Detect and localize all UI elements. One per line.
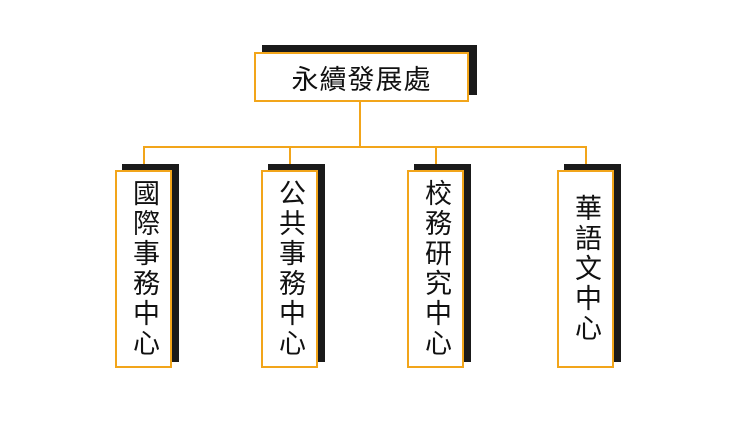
child-connector bbox=[585, 146, 587, 171]
child-connector bbox=[435, 146, 437, 171]
center-node-public-affairs: 公共事務中心 bbox=[261, 170, 318, 368]
root-node: 永續發展處 bbox=[254, 52, 469, 102]
center-node-label: 華語文中心 bbox=[570, 194, 601, 344]
center-node-label: 公共事務中心 bbox=[274, 179, 305, 359]
root-node-label: 永續發展處 bbox=[291, 64, 432, 96]
center-node-chinese-language: 華語文中心 bbox=[557, 170, 614, 368]
child-connector bbox=[143, 146, 145, 171]
center-node-international-affairs: 國際事務中心 bbox=[115, 170, 172, 368]
center-node-label: 校務研究中心 bbox=[420, 179, 451, 359]
root-connector bbox=[359, 101, 361, 148]
center-node-institutional-research: 校務研究中心 bbox=[407, 170, 464, 368]
center-node-label: 國際事務中心 bbox=[128, 179, 159, 359]
child-connector bbox=[289, 146, 291, 171]
horizontal-connector bbox=[143, 146, 587, 148]
